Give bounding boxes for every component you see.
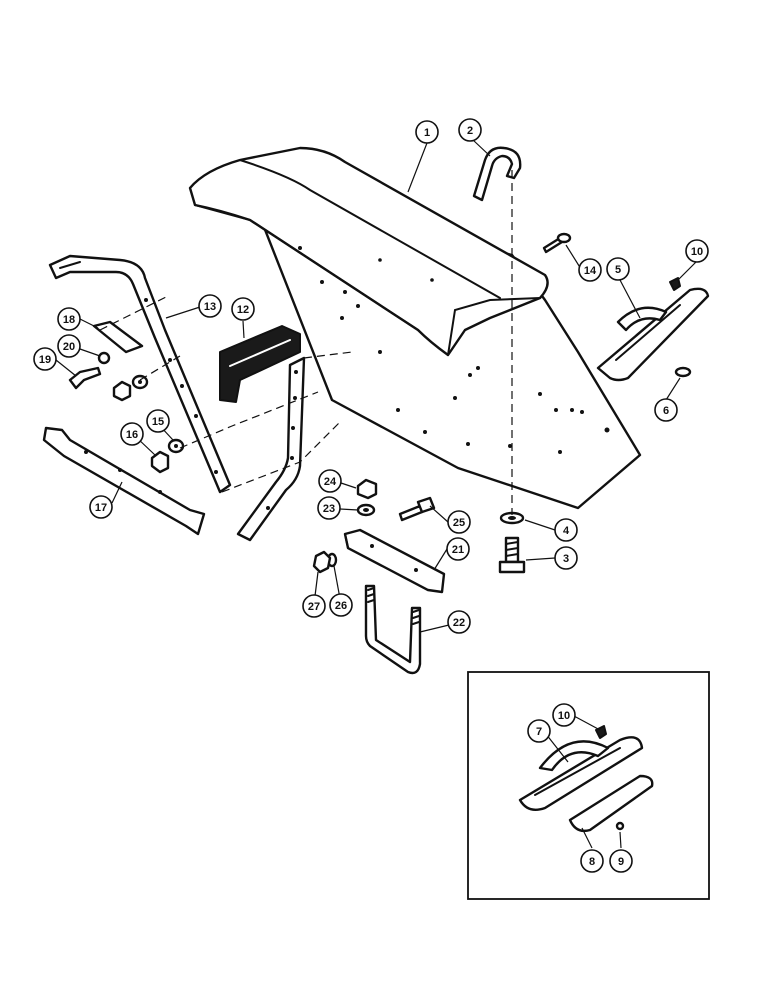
svg-text:16: 16 bbox=[126, 429, 138, 441]
callout-8: 8 bbox=[580, 849, 604, 873]
callout-16: 16 bbox=[120, 422, 144, 446]
inset-screw-9 bbox=[615, 821, 625, 831]
callout-10-inset: 10 bbox=[552, 703, 576, 727]
star-washer-20 bbox=[97, 351, 111, 365]
lock-washer-15 bbox=[167, 438, 185, 454]
svg-text:3: 3 bbox=[563, 553, 569, 565]
callout-12: 12 bbox=[231, 297, 255, 321]
svg-text:19: 19 bbox=[39, 354, 51, 366]
callout-5: 5 bbox=[606, 257, 630, 281]
nut-24 bbox=[356, 478, 378, 500]
fender-brace bbox=[48, 254, 232, 494]
screw-10 bbox=[669, 277, 681, 291]
svg-text:6: 6 bbox=[663, 405, 669, 417]
callout-9: 9 bbox=[609, 849, 633, 873]
fender-bolt-holes bbox=[298, 246, 610, 454]
callout-13: 13 bbox=[198, 294, 222, 318]
svg-text:22: 22 bbox=[453, 617, 465, 629]
bolt-25 bbox=[398, 496, 436, 522]
svg-text:23: 23 bbox=[323, 503, 335, 515]
nut-16 bbox=[150, 450, 170, 474]
angle-bracket bbox=[343, 528, 446, 594]
svg-text:18: 18 bbox=[63, 314, 75, 326]
callout-1: 1 bbox=[415, 120, 439, 144]
svg-text:24: 24 bbox=[324, 476, 337, 488]
svg-text:25: 25 bbox=[453, 517, 465, 529]
svg-text:4: 4 bbox=[563, 525, 570, 537]
callout-10: 10 bbox=[685, 239, 709, 263]
svg-text:14: 14 bbox=[584, 265, 597, 277]
callout-24: 24 bbox=[318, 469, 342, 493]
svg-text:5: 5 bbox=[615, 264, 621, 276]
inset-box bbox=[467, 671, 710, 900]
o-ring bbox=[674, 366, 692, 378]
washer-23 bbox=[356, 503, 376, 517]
svg-text:10: 10 bbox=[691, 246, 703, 258]
callout-19: 19 bbox=[33, 347, 57, 371]
inset-reflector-7 bbox=[518, 736, 644, 811]
callout-14: 14 bbox=[578, 258, 602, 282]
inset-lens-8 bbox=[568, 774, 654, 833]
u-bolt bbox=[364, 584, 422, 675]
callout-21: 21 bbox=[446, 537, 470, 561]
lower-bracket bbox=[42, 426, 206, 536]
pad bbox=[219, 325, 301, 403]
callout-2: 2 bbox=[458, 118, 482, 142]
callout-23: 23 bbox=[317, 496, 341, 520]
bolt-3 bbox=[498, 536, 526, 574]
svg-text:1: 1 bbox=[424, 127, 430, 139]
svg-text:8: 8 bbox=[589, 856, 595, 868]
callout-6: 6 bbox=[654, 398, 678, 422]
svg-text:17: 17 bbox=[95, 502, 107, 514]
nut-27 bbox=[312, 550, 332, 574]
fender bbox=[188, 146, 642, 510]
alignment-lines bbox=[99, 170, 513, 515]
callout-15: 15 bbox=[146, 409, 170, 433]
handle bbox=[472, 146, 522, 202]
svg-text:9: 9 bbox=[618, 856, 624, 868]
svg-text:20: 20 bbox=[63, 341, 75, 353]
svg-text:26: 26 bbox=[335, 600, 347, 612]
reflector-assembly bbox=[596, 287, 710, 382]
svg-text:27: 27 bbox=[308, 601, 320, 613]
callout-7: 7 bbox=[527, 719, 551, 743]
nut-upper-right bbox=[131, 374, 149, 390]
nut-upper-left bbox=[112, 380, 132, 402]
bolt-19 bbox=[68, 366, 102, 390]
callout-17: 17 bbox=[89, 495, 113, 519]
svg-text:12: 12 bbox=[237, 304, 249, 316]
callout-25: 25 bbox=[447, 510, 471, 534]
plate-18 bbox=[92, 320, 144, 354]
callout-18: 18 bbox=[57, 307, 81, 331]
callout-20: 20 bbox=[57, 334, 81, 358]
svg-text:2: 2 bbox=[467, 125, 473, 137]
leader-lines bbox=[55, 139, 698, 849]
bolt-14 bbox=[542, 232, 572, 254]
svg-text:13: 13 bbox=[204, 301, 216, 313]
callout-3: 3 bbox=[554, 546, 578, 570]
svg-text:7: 7 bbox=[536, 726, 542, 738]
svg-text:21: 21 bbox=[452, 544, 464, 556]
svg-text:10: 10 bbox=[558, 710, 570, 722]
svg-text:15: 15 bbox=[152, 416, 164, 428]
callout-4: 4 bbox=[554, 518, 578, 542]
callout-27: 27 bbox=[302, 594, 326, 618]
callout-26: 26 bbox=[329, 593, 353, 617]
inset-screw-10 bbox=[595, 725, 607, 739]
callout-22: 22 bbox=[447, 610, 471, 634]
support-arm bbox=[236, 356, 306, 542]
